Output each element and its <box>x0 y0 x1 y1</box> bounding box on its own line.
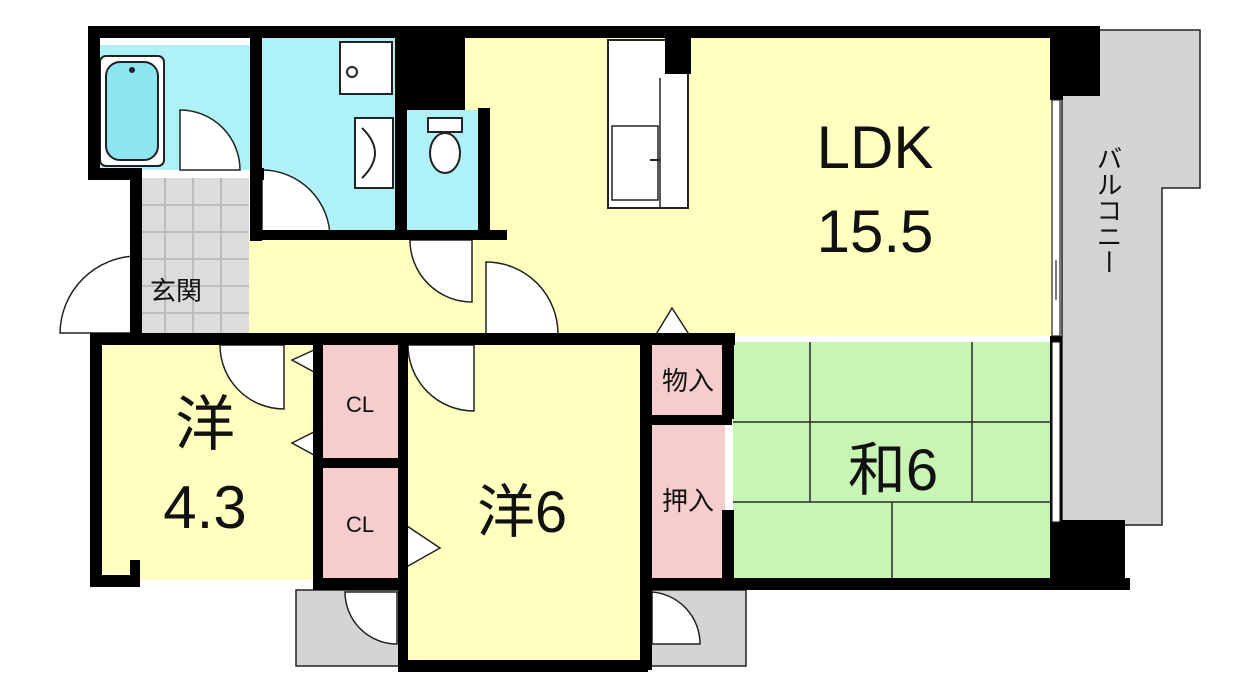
japanese-room <box>733 342 1055 580</box>
door-swings <box>59 109 701 645</box>
storage-room <box>650 342 725 417</box>
storage-label: 物入 <box>662 366 714 396</box>
washbasin-icon <box>354 117 394 189</box>
windows <box>1051 99 1061 523</box>
entrance-tile <box>137 178 249 333</box>
balcony-right <box>1061 29 1201 526</box>
oshiire-room <box>650 425 725 580</box>
western-small-size-label: 4.3 <box>163 474 246 541</box>
walls <box>88 26 1130 672</box>
ldk-label: LDK <box>817 114 934 181</box>
ldk-size-label: 15.5 <box>817 198 934 265</box>
western-small-label: 洋 <box>175 391 235 458</box>
ldk-room <box>465 38 1057 336</box>
balcony-label: バルコニー <box>1093 145 1123 275</box>
bathtub-icon <box>99 55 165 167</box>
western-main-label: 洋6 <box>477 480 567 545</box>
toilet-icon <box>427 117 463 174</box>
entrance-label: 玄関 <box>150 276 202 306</box>
closet-top-label: CL <box>346 392 374 417</box>
oshiire-label: 押入 <box>662 486 714 516</box>
japanese-room-label: 和6 <box>848 438 938 503</box>
closet-top <box>322 345 398 458</box>
closet-bottom-label: CL <box>346 512 374 537</box>
washing-machine-icon <box>339 41 393 95</box>
closet-bottom <box>322 466 398 579</box>
